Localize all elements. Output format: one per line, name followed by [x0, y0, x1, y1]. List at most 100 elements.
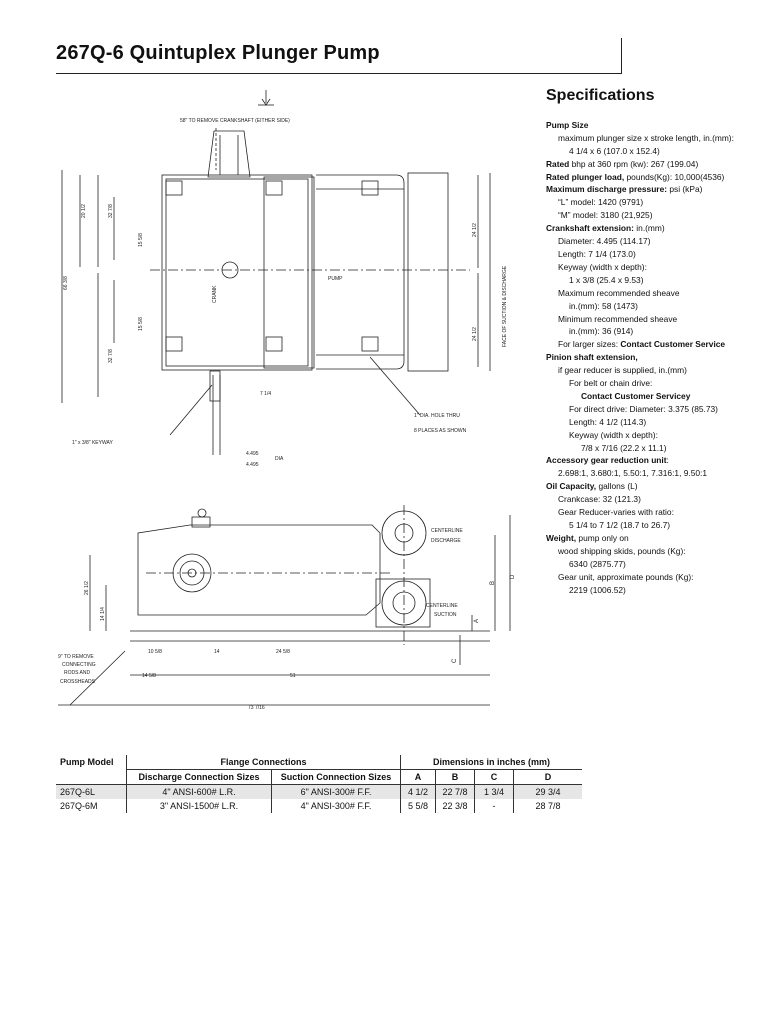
col-dimensions: Dimensions in inches (mm) — [400, 755, 582, 770]
hole-note-2: 8 PLACES AS SHOWN — [414, 428, 467, 434]
col-suction: Suction Connection Sizes — [271, 769, 401, 785]
l-model-pressure: “L” model: 1420 (9791) — [558, 197, 644, 208]
cell-c: - — [474, 799, 514, 813]
pinion-label: Pinion shaft extension, — [546, 352, 638, 363]
weight-label: Weight, — [546, 532, 577, 543]
larger-sizes-label: For larger sizes: — [558, 339, 619, 350]
m-model-pressure: “M” model: 3180 (21,925) — [558, 210, 653, 221]
dim-c: C — [452, 658, 458, 663]
title-underline — [56, 73, 622, 74]
table-row: 267Q-6L 4" ANSI-600# L.R. 6" ANSI-300# F… — [56, 784, 582, 799]
cell-a: 4 1/2 — [400, 784, 436, 799]
dim-24-1-2-top: 24 1/2 — [472, 223, 478, 237]
dim-24-5-8: 24 5/8 — [276, 649, 290, 655]
gear-reducer-capacity: Gear Reducer-varies with ratio: — [558, 507, 674, 518]
col-a: A — [400, 769, 436, 785]
pinion-keyway-value: 7/8 x 7/16 (22.2 x 11.1) — [581, 442, 667, 453]
pump-label: PUMP — [328, 276, 343, 282]
cell-model: 267Q-6M — [60, 801, 98, 811]
gear-reducer-capacity-value: 5 1/4 to 7 1/2 (18.7 to 26.7) — [569, 520, 671, 530]
wood-skids-weight-value: 6340 (2875.77) — [569, 558, 626, 569]
dim-15-5-8-top: 15 5/8 — [138, 233, 144, 247]
dim-73-7-16: 73 7/16 — [248, 705, 265, 711]
dim-4495-a: 4.495 — [246, 451, 259, 457]
contact-customer-service: Contact Customer Service — [620, 339, 726, 350]
cell-suction: 4" ANSI-300# F.F. — [271, 799, 401, 813]
crankshaft-label: Crankshaft extension: — [546, 223, 634, 234]
col-pump-model: Pump Model — [60, 757, 114, 768]
oil-capacity-unit: gallons (L) — [598, 481, 638, 492]
max-discharge-label: Maximum discharge pressure: — [546, 184, 668, 195]
centerline-suction-1: CENTERLINE — [426, 603, 458, 609]
centerline-discharge-1: CENTERLINE — [431, 528, 463, 534]
remove-rods-4: CROSSHEADS — [60, 679, 96, 685]
dim-32-7-8-b: 32 7/8 — [108, 349, 114, 363]
col-discharge: Discharge Connection Sizes — [126, 769, 272, 785]
crankshaft-keyway-value: 1 x 3/8 (25.4 x 9.53) — [569, 274, 644, 285]
remove-rods-1: 9" TO REMOVE — [58, 654, 94, 660]
dim-10-5-8: 10 5/8 — [148, 649, 162, 655]
col-b: B — [435, 769, 475, 785]
pump-size-value: 4 1/4 x 6 (107.0 x 152.4) — [569, 145, 660, 156]
cell-d: 28 7/8 — [513, 799, 582, 813]
weight-desc: pump only on — [578, 532, 629, 543]
wood-skids-weight: wood shipping skids, pounds (Kg): — [558, 545, 686, 556]
rated-label: Rated — [546, 158, 570, 169]
gear-unit-label: Accessory gear reduction unit — [546, 455, 667, 466]
dim-14-5-8: 14 5/8 — [142, 673, 156, 679]
max-discharge-unit: psi (kPa) — [669, 184, 703, 195]
gear-unit-weight-value: 2219 (1006.52) — [569, 584, 626, 595]
remove-rods-2: CONNECTING — [62, 662, 96, 668]
dim-14-1-4: 14 1/4 — [100, 607, 106, 621]
crankshaft-unit: in.(mm) — [636, 223, 665, 234]
dim-24-1-2-bottom: 24 1/2 — [472, 327, 478, 341]
plunger-load-value: pounds(Kg): 10,000(4536) — [626, 171, 725, 182]
max-sheave: Maximum recommended sheave — [558, 287, 680, 298]
cell-discharge: 3" ANSI-1500# L.R. — [126, 799, 272, 813]
page-title: 267Q-6 Quintuplex Plunger Pump — [56, 42, 380, 64]
min-sheave: Minimum recommended sheave — [558, 313, 678, 324]
dia-label: DIA — [275, 456, 284, 462]
pump-size-label: Pump Size — [546, 119, 589, 130]
crankshaft-diameter: Diameter: 4.495 (114.17) — [558, 236, 651, 247]
dim-d: D — [510, 574, 516, 579]
oil-capacity-label: Oil Capacity, — [546, 481, 597, 492]
dim-14: 14 — [214, 649, 220, 655]
crankshaft-keyway: Keyway (width x depth): — [558, 261, 647, 272]
rated-value: bhp at 360 rpm (kw): 267 (199.04) — [571, 158, 699, 169]
max-sheave-value: in.(mm): 58 (1473) — [569, 300, 638, 311]
contact-customer-service-2: Contact Customer Servicey — [581, 390, 691, 401]
gear-unit-weight: Gear unit, approximate pounds (Kg): — [558, 571, 694, 582]
cell-d: 29 3/4 — [513, 784, 582, 799]
plunger-load-label: Rated plunger load, — [546, 171, 625, 182]
remove-rods-3: RODS AND — [64, 670, 91, 676]
gear-ratios: 2.698:1, 3.680:1, 5.50:1, 7.316:1, 9.50:… — [558, 468, 708, 479]
pump-size-desc: maximum plunger size x stroke length, in… — [558, 132, 734, 143]
dim-4495-b: 4.495 — [246, 462, 259, 468]
centerline-discharge-2: DISCHARGE — [431, 538, 461, 544]
col-d: D — [513, 769, 582, 785]
pump-models-table: Pump Model Flange Connections Dimensions… — [56, 755, 582, 813]
cell-b: 22 3/8 — [435, 799, 475, 813]
crankcase-capacity: Crankcase: 32 (121.3) — [558, 494, 641, 505]
col-flange-connections: Flange Connections — [126, 755, 401, 770]
col-c: C — [474, 769, 514, 785]
cell-model: 267Q-6L — [56, 784, 127, 799]
dim-26-1-2: 26 1/2 — [84, 581, 90, 595]
specifications-panel: Specifications Pump Size maximum plunger… — [546, 88, 762, 596]
dim-20-1-2: 20 1/2 — [81, 204, 87, 218]
pinion-keyway: Keyway (width x depth): — [569, 429, 658, 440]
crank-label: CRANK — [212, 285, 218, 303]
min-sheave-value: in.(mm): 36 (914) — [569, 326, 634, 337]
header-spacer — [56, 769, 127, 785]
hole-note-1: 1" DIA. HOLE THRU — [414, 413, 460, 419]
dim-15-5-8-bottom: 15 5/8 — [138, 317, 144, 331]
cell-a: 5 5/8 — [400, 799, 436, 813]
dim-51: 51 — [290, 673, 296, 679]
pump-drawing: 58" TO REMOVE CRANKSHAFT (EITHER SIDE) 2… — [58, 90, 516, 711]
cell-discharge: 4" ANSI-600# L.R. — [126, 784, 272, 799]
face-label: FACE OF SUCTION & DISCHARGE — [502, 265, 508, 347]
keyway-note: 1" x 3/8" KEYWAY — [72, 440, 113, 446]
dim-32-7-8: 32 7/8 — [108, 204, 114, 218]
pinion-length: Length: 4 1/2 (114.3) — [569, 416, 647, 427]
